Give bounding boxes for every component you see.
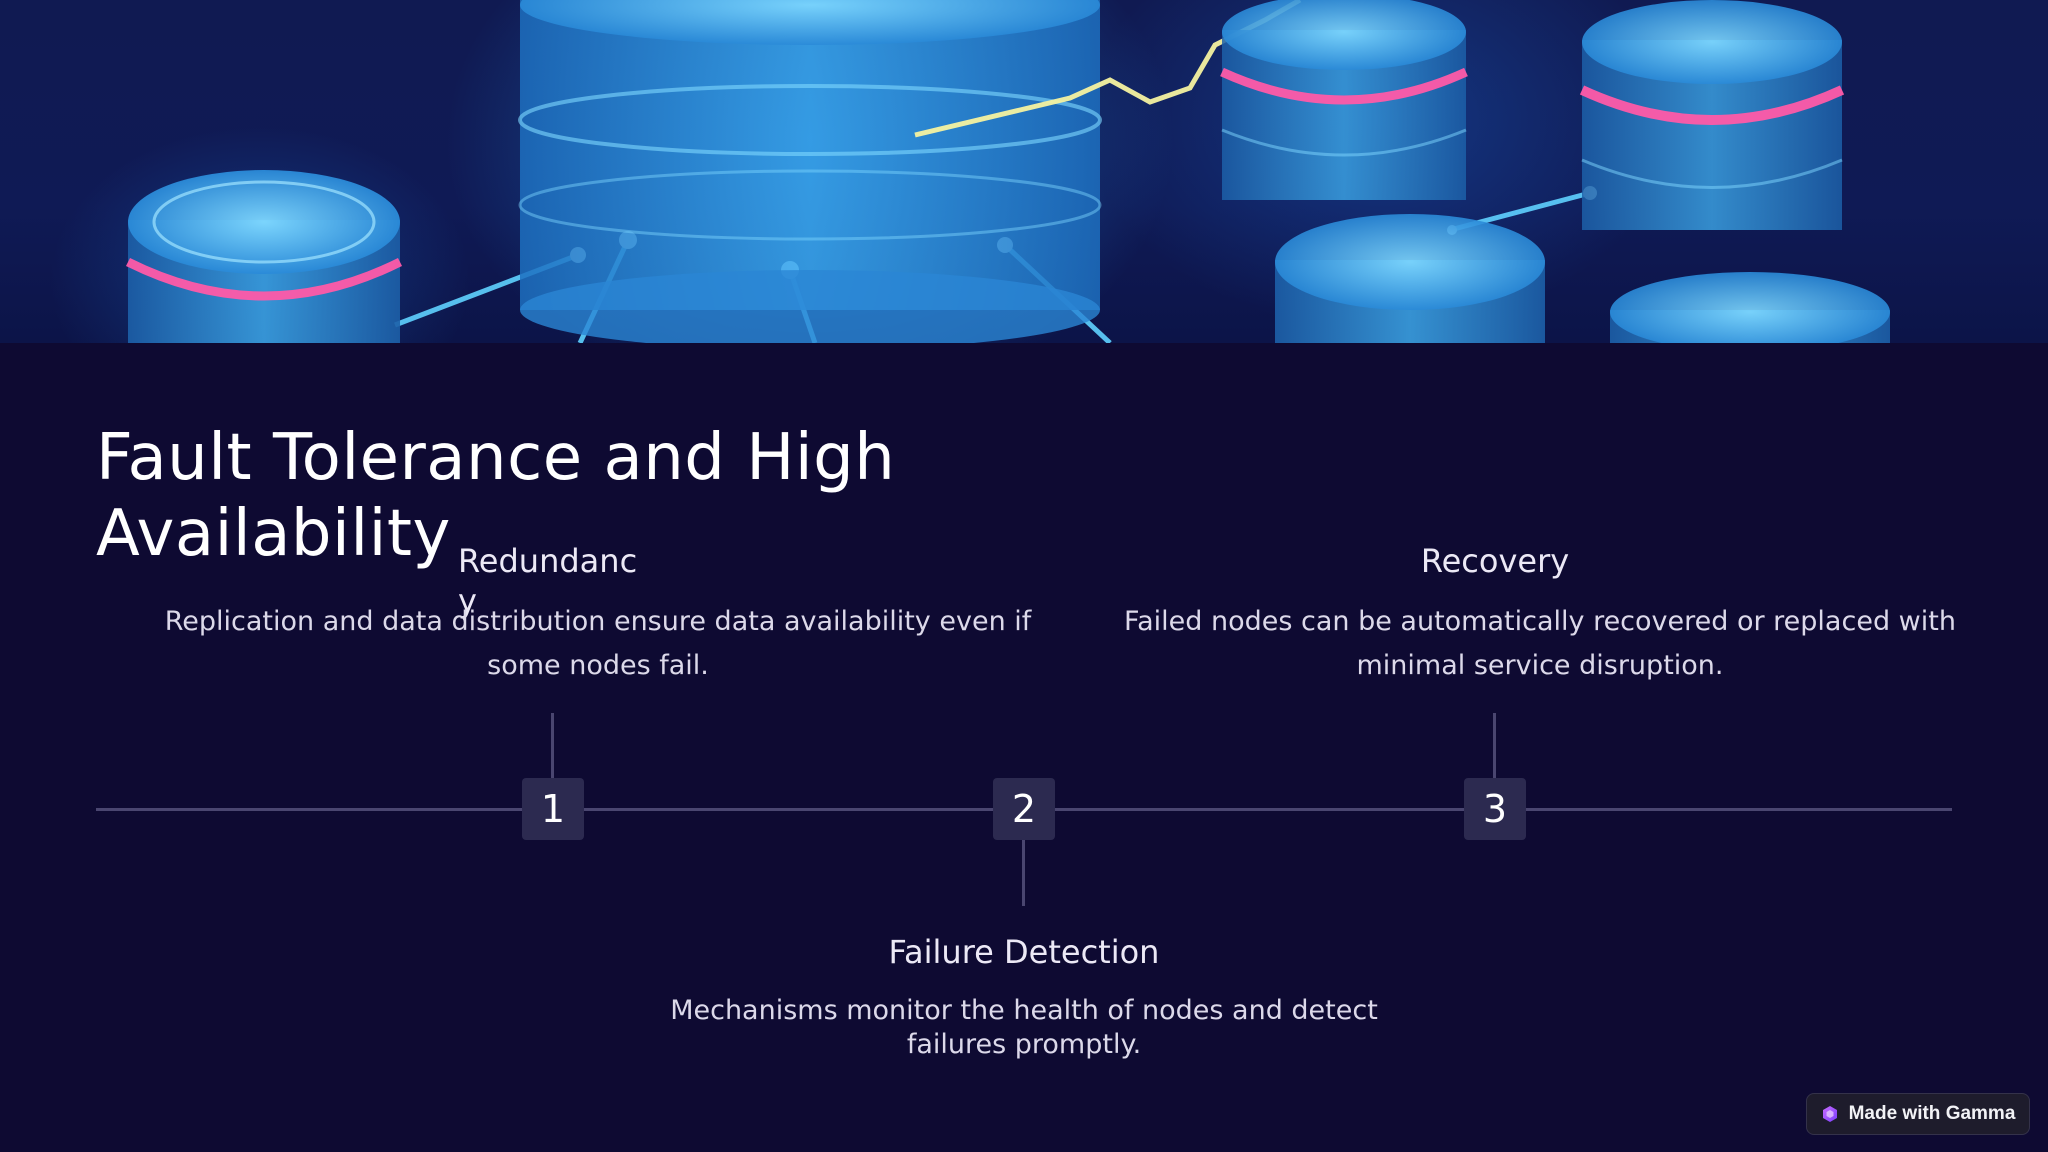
timeline-marker-1: 1 [522, 778, 584, 840]
gamma-logo-icon [1822, 1106, 1837, 1122]
step-title-failure-detection: Failure Detection [888, 933, 1160, 971]
timeline-marker-3: 3 [1464, 778, 1526, 840]
timeline-connector-1 [551, 713, 554, 779]
step-description-redundancy: Replication and data distribution ensure… [164, 606, 1032, 681]
badge-label: Made with Gamma [1848, 1103, 2016, 1124]
step-description-recovery: Failed nodes can be automatically recove… [1124, 606, 1956, 681]
timeline-connector-2 [1022, 840, 1025, 906]
step-title-recovery: Recovery [1420, 542, 1570, 580]
hero-illustration [0, 0, 2048, 343]
step-description-failure-detection: Mechanisms monitor the health of nodes a… [670, 995, 1378, 1060]
step-title-redundancy: Redundancy [458, 542, 638, 620]
timeline-connector-3 [1493, 713, 1496, 779]
made-with-gamma-badge[interactable]: Made with Gamma [1806, 1093, 2030, 1135]
page-title: Fault Tolerance and High Availability [96, 421, 896, 571]
database-illustration-icon [125, 0, 1890, 343]
timeline-marker-2: 2 [993, 778, 1055, 840]
